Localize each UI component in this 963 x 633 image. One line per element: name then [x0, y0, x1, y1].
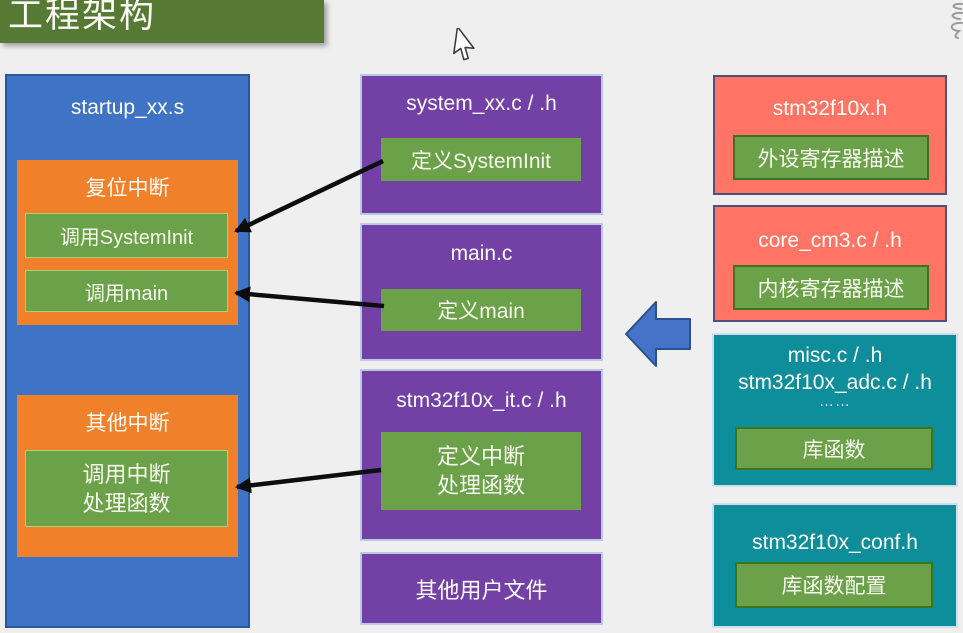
core-register-desc-box: 内核寄存器描述	[733, 265, 929, 310]
stm32f10x-h-box: stm32f10x.h 外设寄存器描述	[713, 75, 947, 195]
it-file-box: stm32f10x_it.c / .h 定义中断 处理函数	[360, 369, 603, 541]
core-cm3-box: core_cm3.c / .h 内核寄存器描述	[713, 205, 947, 322]
page-title-banner: 工程架构	[0, 0, 324, 43]
library-files-ellipsis: ……	[819, 393, 851, 410]
call-interrupt-handler-line1: 调用中断	[82, 461, 171, 487]
page-title: 工程架构	[8, 0, 157, 35]
peripheral-register-desc-box: 外设寄存器描述	[733, 135, 929, 180]
library-config-box: 库函数配置	[735, 562, 933, 608]
startup-file-box: startup_xx.s 复位中断 调用SystemInit 调用main 其他…	[5, 74, 250, 628]
reset-interrupt-group: 复位中断 调用SystemInit 调用main	[17, 160, 238, 325]
it-file-title: stm32f10x_it.c / .h	[396, 389, 567, 412]
define-main-label: 定义main	[437, 300, 525, 323]
define-systeminit-label: 定义SystemInit	[410, 149, 552, 173]
define-interrupt-handler-line2: 处理函数	[436, 473, 525, 498]
main-file-title: main.c	[450, 242, 513, 265]
library-files-title-line1: misc.c / .h	[787, 344, 883, 367]
reset-interrupt-title: 复位中断	[85, 177, 170, 200]
watermark-icon	[950, 2, 963, 39]
startup-file-title: startup_xx.s	[70, 96, 185, 119]
call-main-box: 调用main	[25, 270, 228, 312]
define-interrupt-handler-line1: 定义中断	[436, 444, 525, 469]
call-systeminit-box: 调用SystemInit	[25, 213, 228, 258]
system-file-title: system_xx.c / .h	[406, 92, 557, 115]
call-systeminit-label: 调用SystemInit	[59, 227, 194, 249]
library-files-box: misc.c / .h stm32f10x_adc.c / .h …… 库函数	[712, 333, 958, 487]
system-file-box: system_xx.c / .h 定义SystemInit	[360, 74, 603, 215]
conf-file-box: stm32f10x_conf.h 库函数配置	[712, 503, 958, 628]
library-config-label: 库函数配置	[781, 575, 887, 598]
other-interrupt-group: 其他中断 调用中断 处理函数	[17, 395, 238, 557]
peripheral-register-desc-label: 外设寄存器描述	[757, 147, 905, 171]
core-cm3-title: core_cm3.c / .h	[758, 229, 902, 252]
block-arrow-left-icon	[625, 301, 691, 367]
other-interrupt-title: 其他中断	[85, 412, 170, 435]
mouse-cursor	[453, 28, 475, 61]
library-functions-label: 库函数	[802, 438, 866, 462]
call-interrupt-handler-line2: 处理函数	[82, 490, 171, 516]
library-files-title-line2: stm32f10x_adc.c / .h	[738, 371, 932, 394]
define-systeminit-box: 定义SystemInit	[381, 138, 581, 181]
call-interrupt-handler-box: 调用中断 处理函数	[25, 450, 228, 527]
call-main-label: 调用main	[84, 282, 169, 305]
stm32f10x-h-title: stm32f10x.h	[772, 97, 888, 120]
main-file-box: main.c 定义main	[360, 223, 603, 361]
define-interrupt-handler-box: 定义中断 处理函数	[381, 432, 581, 510]
conf-file-title: stm32f10x_conf.h	[752, 531, 918, 554]
other-user-files-title: 其他用户文件	[415, 577, 548, 603]
define-main-box: 定义main	[381, 289, 581, 331]
library-functions-box: 库函数	[735, 427, 933, 470]
core-register-desc-label: 内核寄存器描述	[757, 277, 905, 301]
other-user-files-box: 其他用户文件	[360, 552, 603, 625]
